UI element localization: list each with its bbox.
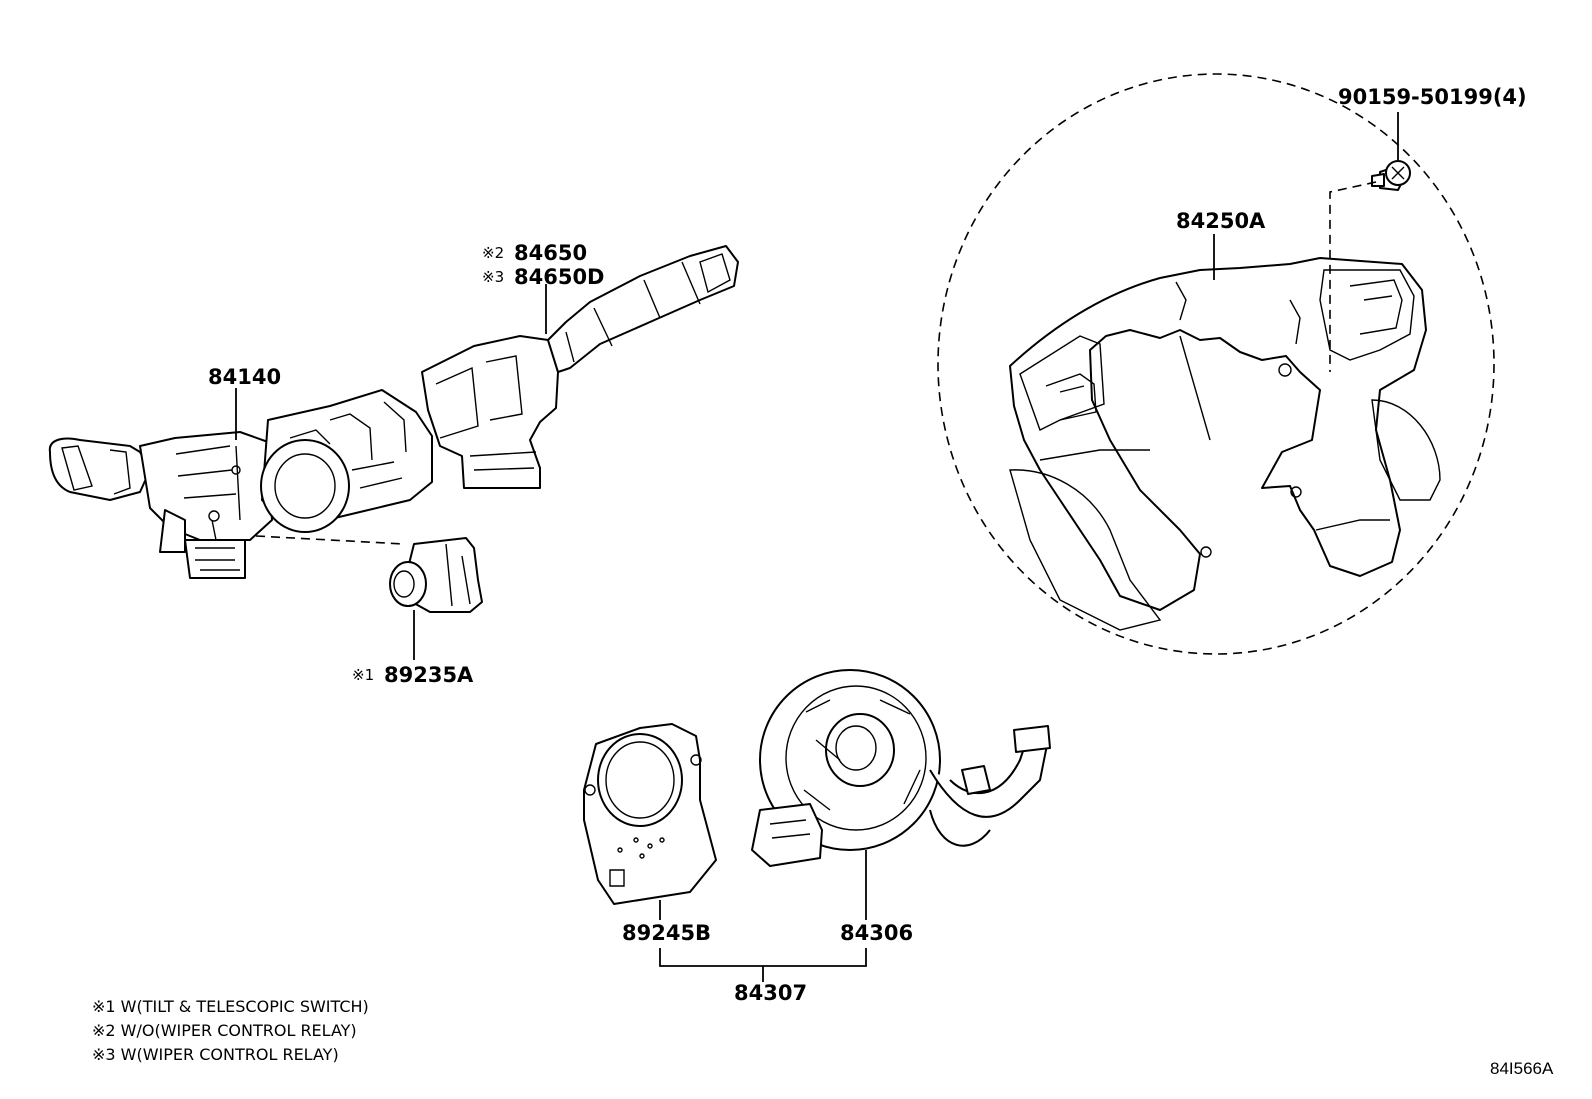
label-90159-50199: 90159-50199(4) bbox=[1338, 85, 1527, 109]
label-84306: 84306 bbox=[840, 921, 913, 945]
steering-sensor-89245B bbox=[583, 723, 717, 905]
mark-89235A: ※1 bbox=[352, 666, 374, 684]
label-89235A: 89235A bbox=[384, 663, 474, 687]
spiral-cable-84306 bbox=[751, 669, 1051, 867]
label-84307: 84307 bbox=[734, 981, 807, 1005]
tilt-switch-89235A bbox=[389, 537, 483, 613]
figure-code: 84I566A bbox=[1490, 1059, 1554, 1078]
steering-wheel-84250A bbox=[937, 73, 1495, 655]
note-1: ※1 W(TILT & TELESCOPIC SWITCH) bbox=[92, 997, 369, 1016]
combination-switch-84140 bbox=[48, 389, 433, 579]
note-2: ※2 W/O(WIPER CONTROL RELAY) bbox=[92, 1021, 357, 1040]
label-84650D: 84650D bbox=[514, 265, 605, 289]
screw-install-line bbox=[1329, 181, 1377, 372]
label-84650: 84650 bbox=[514, 241, 587, 265]
note-3: ※3 W(WIPER CONTROL RELAY) bbox=[92, 1045, 339, 1064]
wiper-switch-84650 bbox=[421, 245, 739, 489]
mark-84650: ※2 bbox=[482, 244, 504, 262]
label-84140: 84140 bbox=[208, 365, 281, 389]
mark-84650D: ※3 bbox=[482, 268, 504, 286]
label-89245B: 89245B bbox=[622, 921, 711, 945]
tilt-switch-connector-line bbox=[255, 535, 405, 545]
bracket-84307 bbox=[659, 948, 867, 982]
screw-90159-50199 bbox=[1371, 160, 1411, 191]
label-84250A: 84250A bbox=[1176, 209, 1266, 233]
